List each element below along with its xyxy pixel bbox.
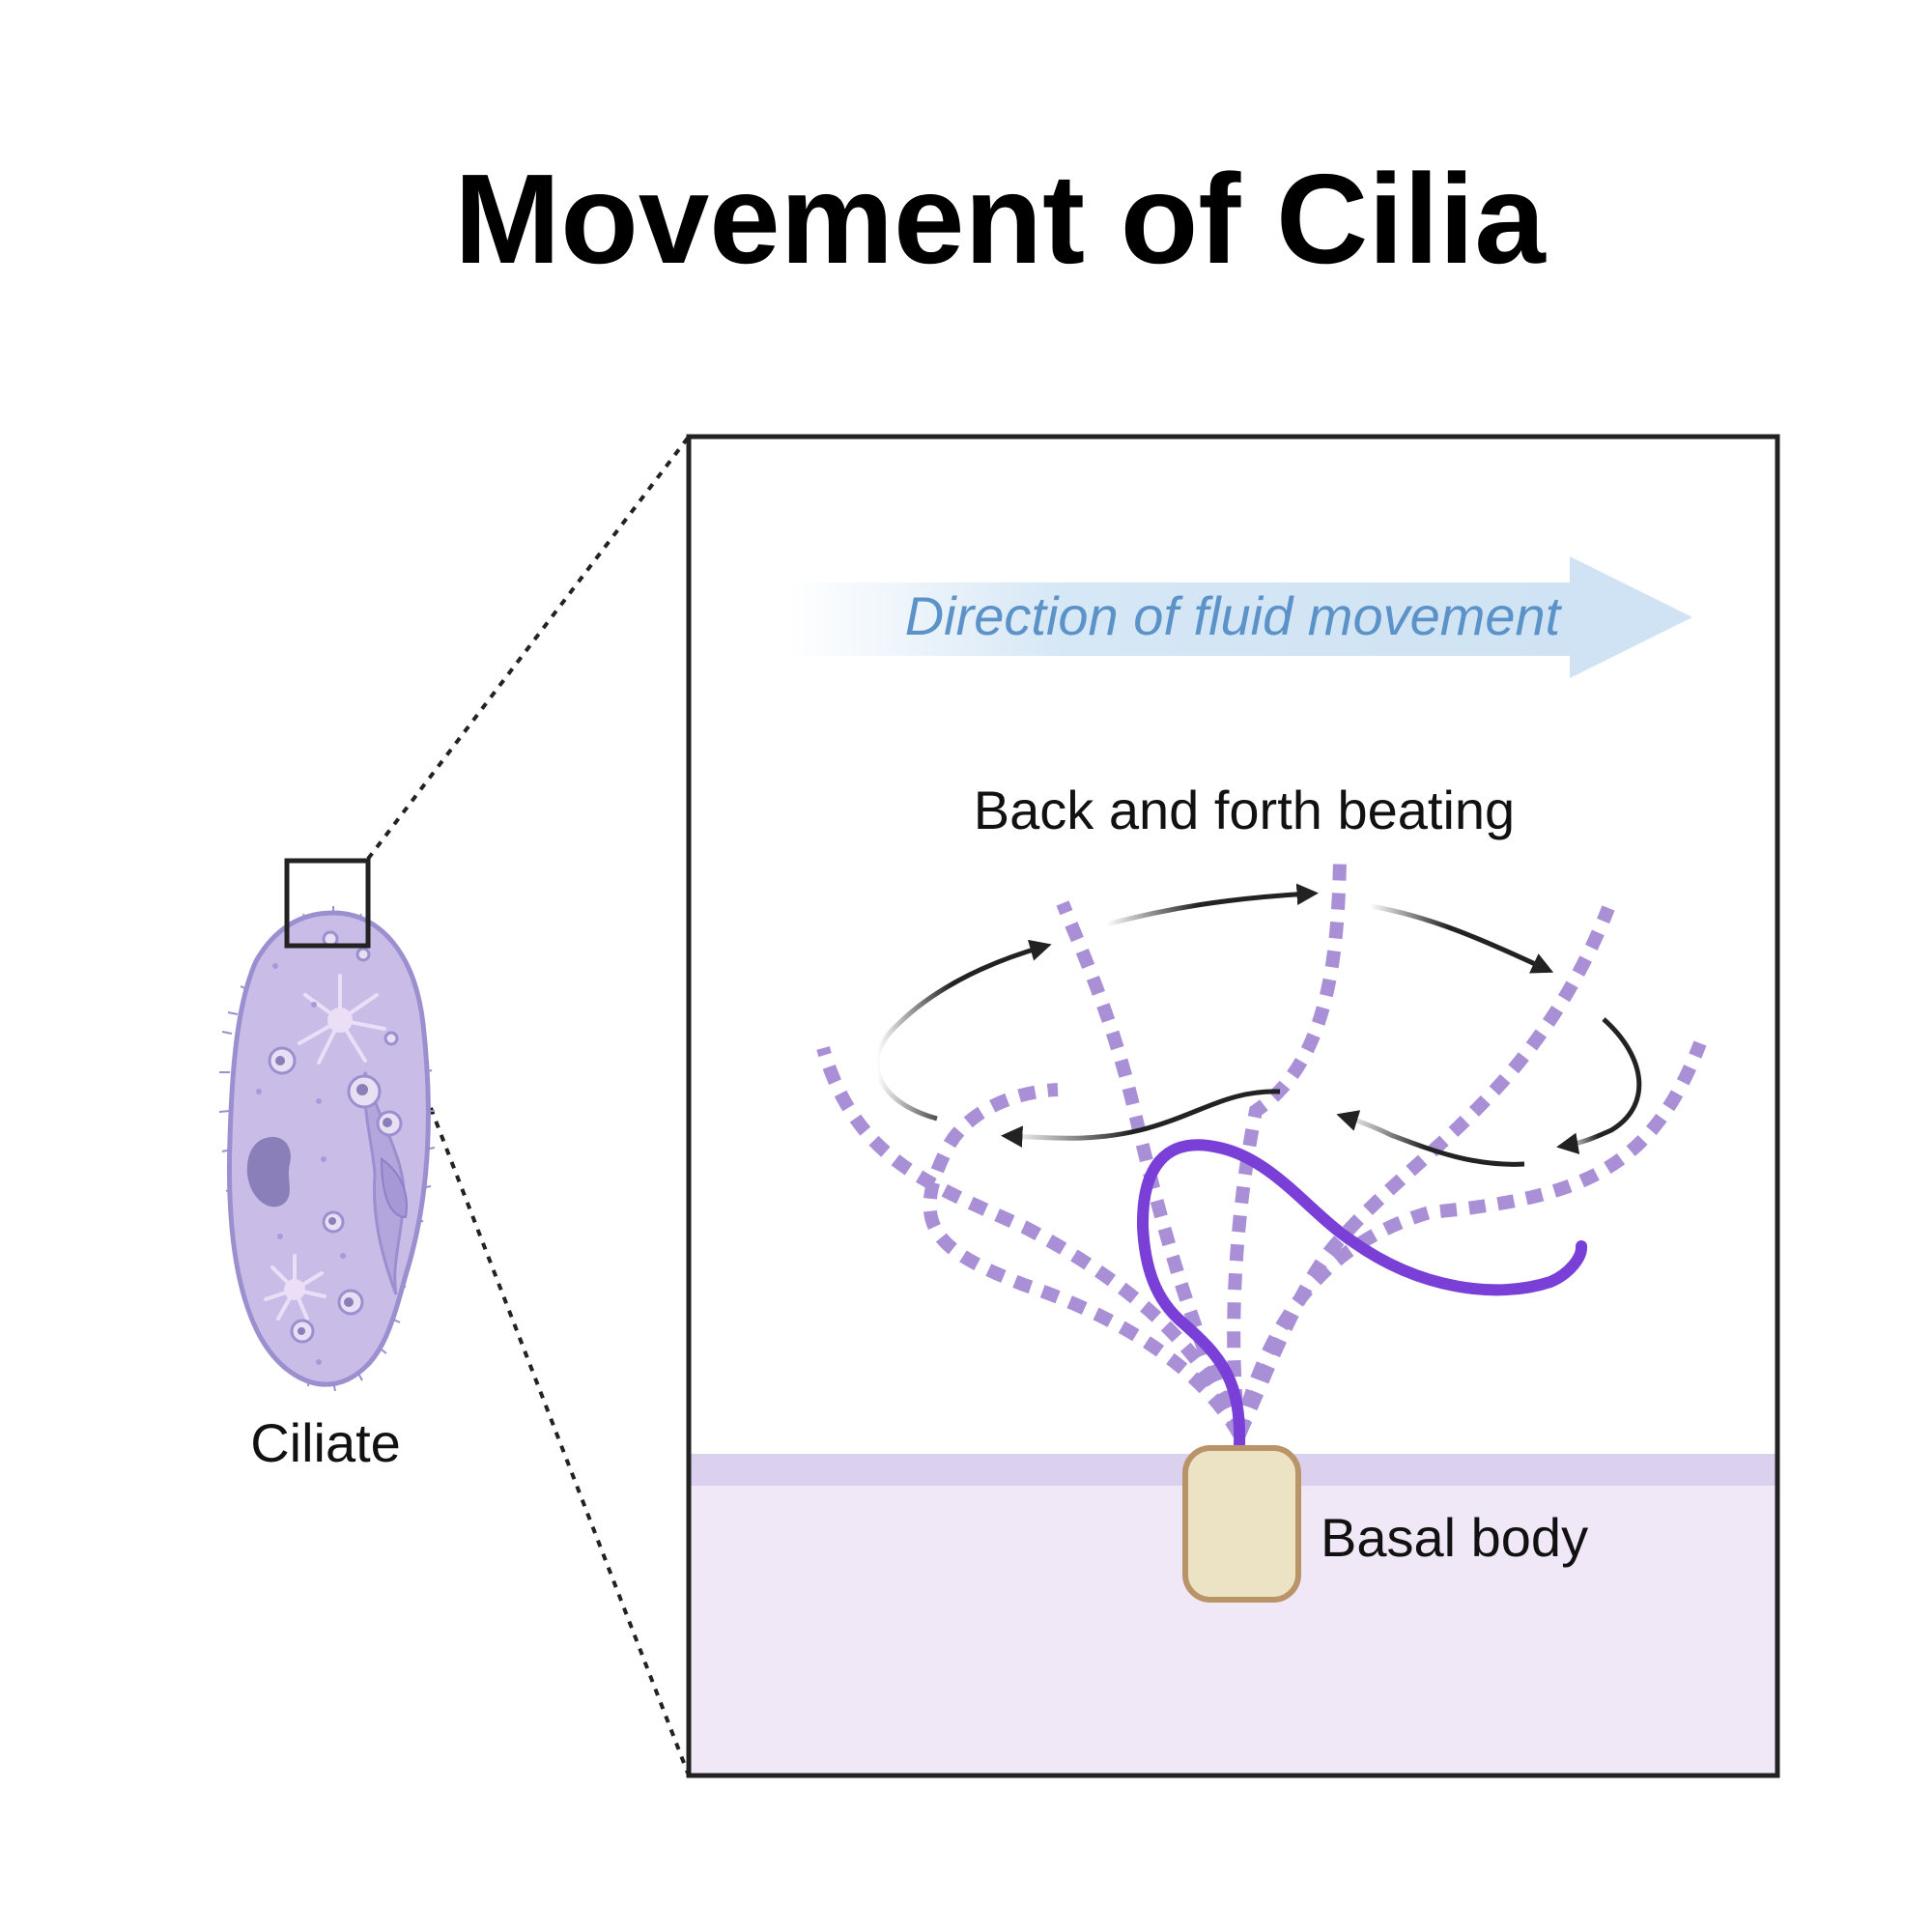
- basal-body-label: Basal body: [1321, 1507, 1588, 1568]
- ciliate-body: [226, 910, 431, 1387]
- magnified-panel: Direction of fluid movement Back and for…: [686, 434, 1780, 1778]
- page-title: Movement of Cilia: [454, 148, 1547, 290]
- ciliate-macronucleus: [246, 1136, 291, 1208]
- beating-label: Back and forth beating: [974, 780, 1515, 840]
- zoom-box: [284, 858, 371, 949]
- basal-body-icon: [1182, 1445, 1301, 1603]
- panel-border: [686, 434, 1780, 1778]
- beating-arrows: [874, 883, 1642, 1167]
- ciliate-label: Ciliate: [250, 1412, 401, 1473]
- ciliate-food-vacuoles: [268, 930, 403, 1344]
- fluid-direction-label: Direction of fluid movement: [905, 585, 1563, 646]
- ciliate-organism-icon: [218, 906, 436, 1392]
- right-arrow-icon: [787, 556, 1692, 678]
- active-cilium: [1136, 1139, 1587, 1452]
